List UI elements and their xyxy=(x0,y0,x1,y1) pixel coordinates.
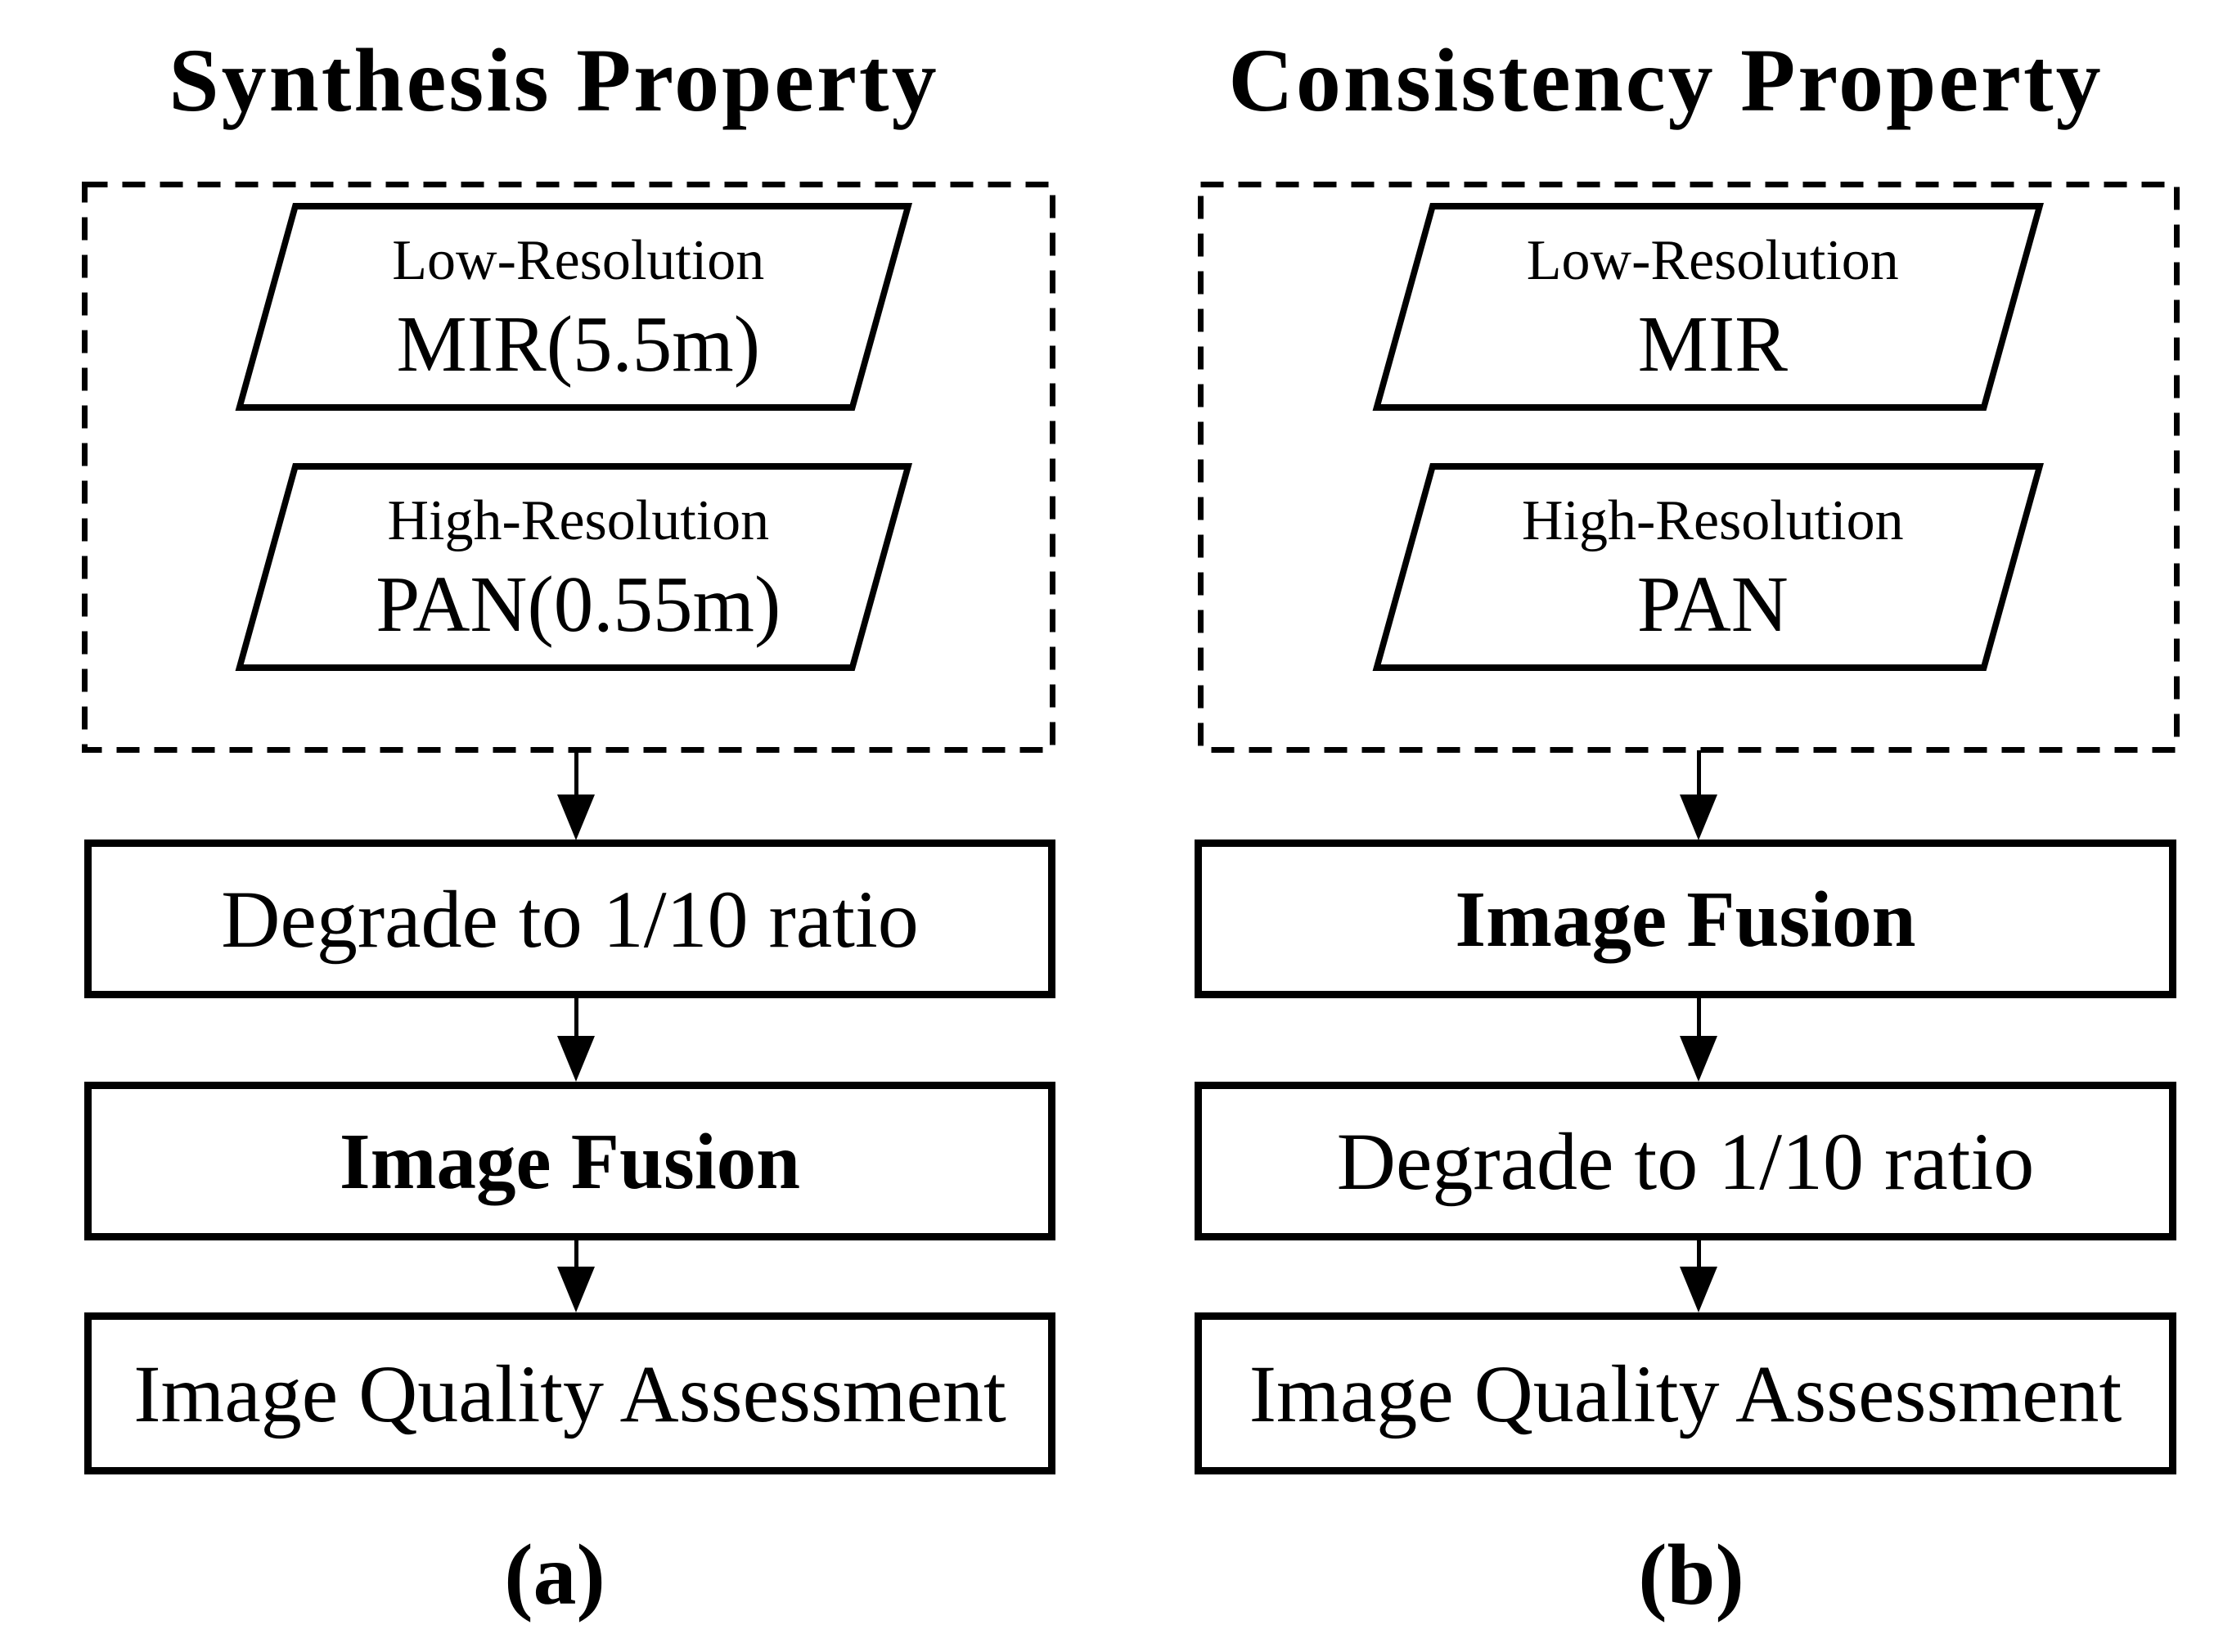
arrow-shaft xyxy=(1696,750,1701,794)
resolution-label: High-Resolution xyxy=(387,489,770,553)
band-label: PAN xyxy=(1636,560,1789,648)
arrow-shaft xyxy=(574,1239,578,1267)
panel-b-step-iqa: Image Quality Assessment xyxy=(1195,1312,2176,1474)
panel-b-step-image-fusion: Image Fusion xyxy=(1195,840,2176,998)
panel-a-step-iqa: Image Quality Assessment xyxy=(84,1312,1055,1474)
parallelogram-content: High-Resolution PAN(0.55m) xyxy=(298,470,904,664)
parallelogram-content: High-Resolution PAN xyxy=(1435,470,2036,664)
dashed-rect xyxy=(82,182,1055,753)
down-arrow xyxy=(557,750,595,840)
band-label: MIR xyxy=(1637,299,1788,388)
arrow-shaft xyxy=(1696,997,1701,1036)
panel-a-input-low-res-parallelogram: Low-Resolution MIR(5.5m) xyxy=(235,203,912,411)
resolution-label: Low-Resolution xyxy=(1526,229,1899,293)
panel-b-input-high-res-parallelogram: High-Resolution PAN xyxy=(1372,463,2044,671)
parallelogram-content: Low-Resolution MIR(5.5m) xyxy=(298,209,904,404)
arrow-head-icon xyxy=(557,1267,595,1312)
arrow-head-icon xyxy=(1680,1036,1717,1082)
panel-b-caption: (b) xyxy=(1638,1527,1744,1623)
arrow-head-icon xyxy=(557,794,595,840)
band-label: PAN(0.55m) xyxy=(376,560,781,648)
panel-b-title: Consistency Property xyxy=(1228,30,2104,130)
band-label: MIR(5.5m) xyxy=(396,299,761,388)
down-arrow xyxy=(1680,1239,1717,1312)
panel-a-input-high-res-parallelogram: High-Resolution PAN(0.55m) xyxy=(235,463,912,671)
arrow-head-icon xyxy=(1680,794,1717,840)
arrow-shaft xyxy=(1696,1239,1701,1267)
arrow-head-icon xyxy=(1680,1267,1717,1312)
down-arrow xyxy=(1680,997,1717,1082)
panel-a-title: Synthesis Property xyxy=(169,30,939,130)
arrow-head-icon xyxy=(557,1036,595,1082)
arrow-shaft xyxy=(574,997,578,1036)
parallelogram-content: Low-Resolution MIR xyxy=(1435,209,2036,404)
panel-a-caption: (a) xyxy=(504,1527,605,1623)
down-arrow xyxy=(557,1239,595,1312)
down-arrow xyxy=(557,997,595,1082)
panel-a-step-degrade: Degrade to 1/10 ratio xyxy=(84,840,1055,998)
panel-b-step-degrade: Degrade to 1/10 ratio xyxy=(1195,1082,2176,1240)
dashed-rect xyxy=(1198,182,2180,753)
panel-b-inputs-dashed-border xyxy=(1198,182,2180,753)
panel-a-inputs-dashed-border xyxy=(82,182,1055,753)
down-arrow xyxy=(1680,750,1717,840)
panel-b-input-low-res-parallelogram: Low-Resolution MIR xyxy=(1372,203,2044,411)
resolution-label: Low-Resolution xyxy=(392,229,765,293)
arrow-shaft xyxy=(574,750,578,794)
panel-a-step-image-fusion: Image Fusion xyxy=(84,1082,1055,1240)
resolution-label: High-Resolution xyxy=(1521,489,1904,553)
